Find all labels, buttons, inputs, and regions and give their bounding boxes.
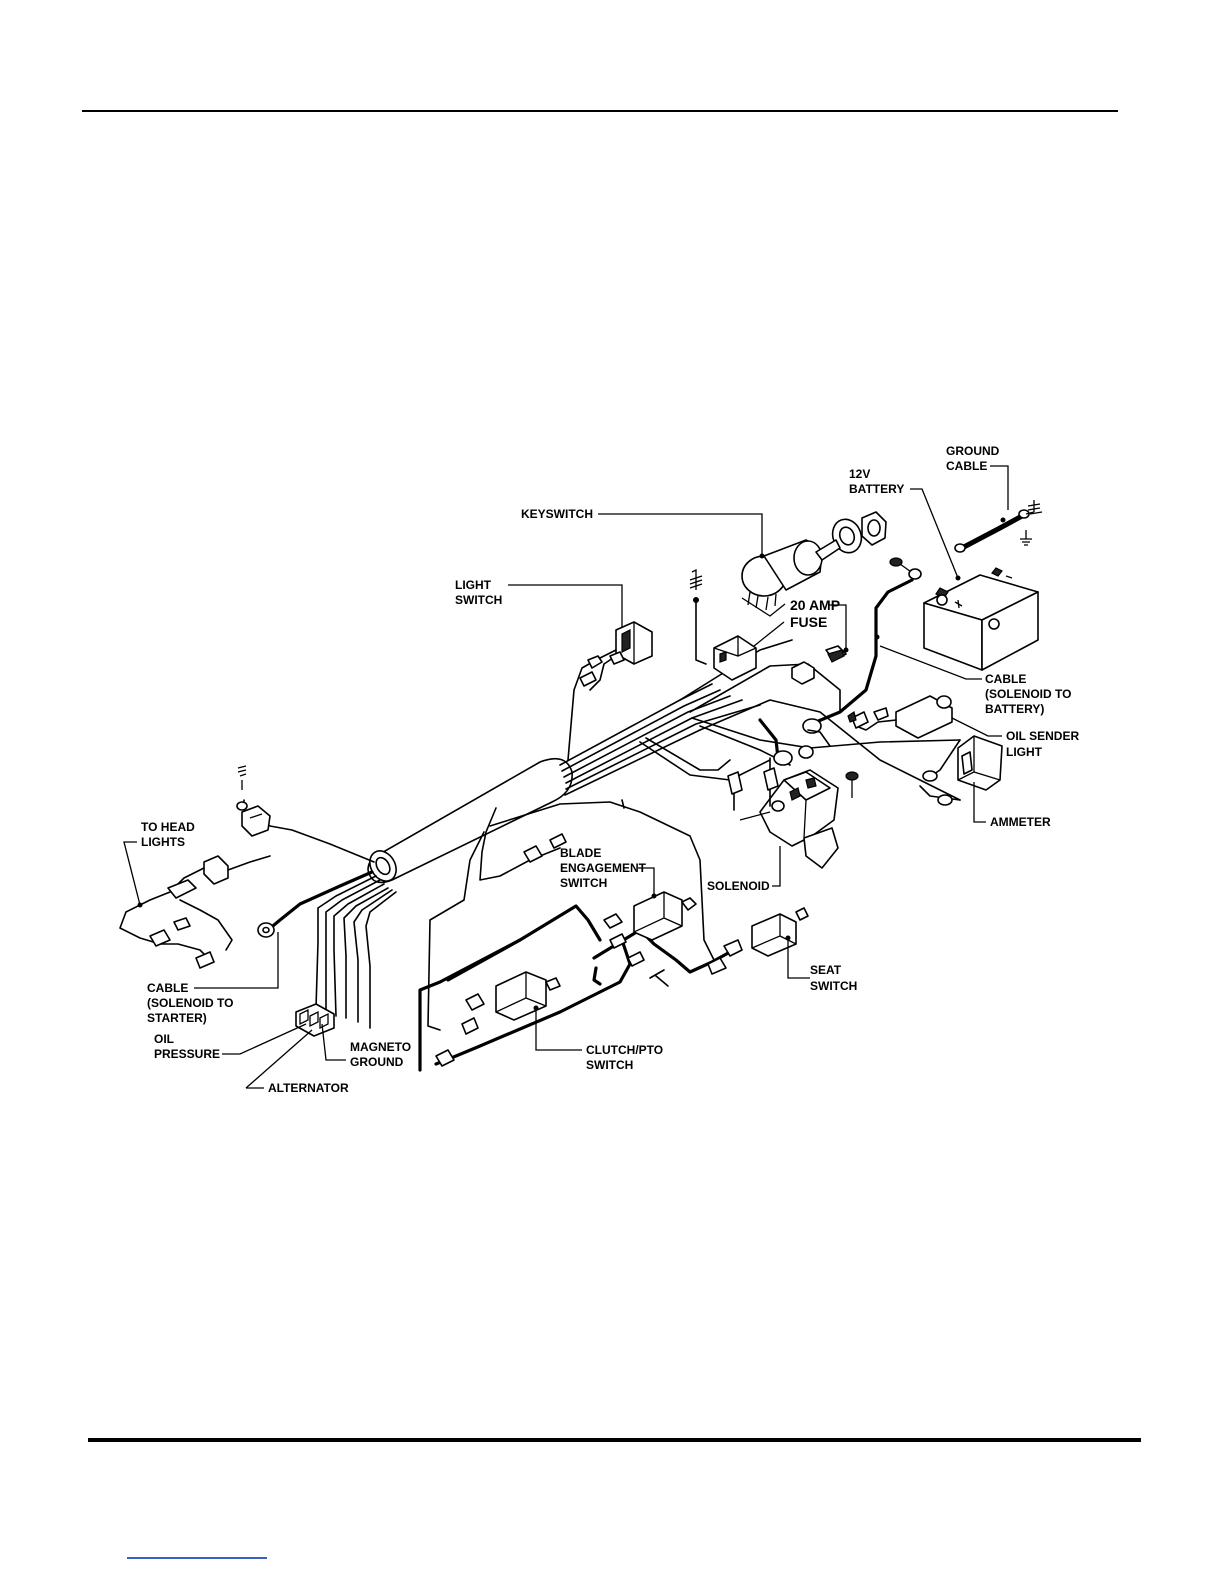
svg-text:OIL: OIL [154,1032,174,1046]
svg-text:SWITCH: SWITCH [810,979,857,993]
svg-text:SWITCH: SWITCH [586,1058,633,1072]
blade-engagement-switch [604,892,696,966]
svg-text:GROUND: GROUND [946,444,1000,458]
label-clutch-pto-switch: CLUTCH/PTO SWITCH [586,1043,663,1072]
svg-text:STARTER): STARTER) [147,1011,207,1025]
label-ammeter: AMMETER [990,815,1051,829]
svg-text:LIGHT: LIGHT [1006,745,1043,759]
label-cable-solenoid-to-battery: CABLE (SOLENOID TO BATTERY) [985,672,1071,716]
label-magneto-ground: MAGNETO GROUND [350,1040,411,1069]
label-solenoid: SOLENOID [707,879,770,893]
svg-text:MAGNETO: MAGNETO [350,1040,411,1054]
label-fuse: 20 AMP FUSE [790,597,840,630]
ground-symbol-right [1020,530,1032,545]
svg-text:LIGHTS: LIGHTS [141,835,185,849]
light-switch [568,622,652,760]
footer-rule [88,1438,1141,1442]
label-alternator: ALTERNATOR [268,1081,349,1095]
fuse [826,646,846,662]
footer-link-underline[interactable] [127,1557,267,1559]
svg-text:(SOLENOID TO: (SOLENOID TO [985,687,1071,701]
svg-text:SEAT: SEAT [810,963,842,977]
svg-text:SWITCH: SWITCH [560,876,607,890]
label-keyswitch: KEYSWITCH [521,507,593,521]
label-ground-cable: GROUND CABLE [946,444,1000,473]
solenoid [740,770,858,868]
label-seat-switch: SEAT SWITCH [810,963,857,993]
battery [924,568,1038,670]
oil-sender-light [848,696,952,738]
ground-cable [955,500,1042,552]
svg-text:LIGHT: LIGHT [455,578,492,592]
svg-text:OIL SENDER: OIL SENDER [1006,729,1079,743]
svg-text:BLADE: BLADE [560,846,601,860]
svg-text:GROUND: GROUND [350,1055,404,1069]
label-oil-sender-light: OIL SENDER LIGHT [1006,729,1079,759]
svg-text:SWITCH: SWITCH [455,593,502,607]
svg-text:TO HEAD: TO HEAD [141,820,195,834]
svg-text:12V: 12V [849,467,870,481]
svg-text:PRESSURE: PRESSURE [154,1047,220,1061]
svg-text:CABLE: CABLE [946,459,987,473]
label-head-lights: TO HEAD LIGHTS [141,820,195,849]
seat-switch [708,908,808,974]
svg-text:CABLE: CABLE [985,672,1026,686]
svg-text:BATTERY): BATTERY) [985,702,1044,716]
svg-text:CABLE: CABLE [147,981,188,995]
svg-text:(SOLENOID TO: (SOLENOID TO [147,996,233,1010]
ground-wire-top [690,570,706,664]
svg-text:CLUTCH/PTO: CLUTCH/PTO [586,1043,663,1057]
label-battery: 12V BATTERY [849,467,904,496]
svg-text:BATTERY: BATTERY [849,482,904,496]
fuse-block [714,636,756,680]
svg-text:ENGAGEMENT: ENGAGEMENT [560,861,647,875]
head-light-wiring [120,766,374,968]
label-light-switch: LIGHT SWITCH [455,578,502,607]
svg-text:FUSE: FUSE [790,614,827,630]
ammeter [920,736,1002,805]
label-oil-pressure: OIL PRESSURE [154,1032,220,1061]
svg-text:20 AMP: 20 AMP [790,597,840,613]
label-blade-engagement-switch: BLADE ENGAGEMENT SWITCH [560,846,647,890]
